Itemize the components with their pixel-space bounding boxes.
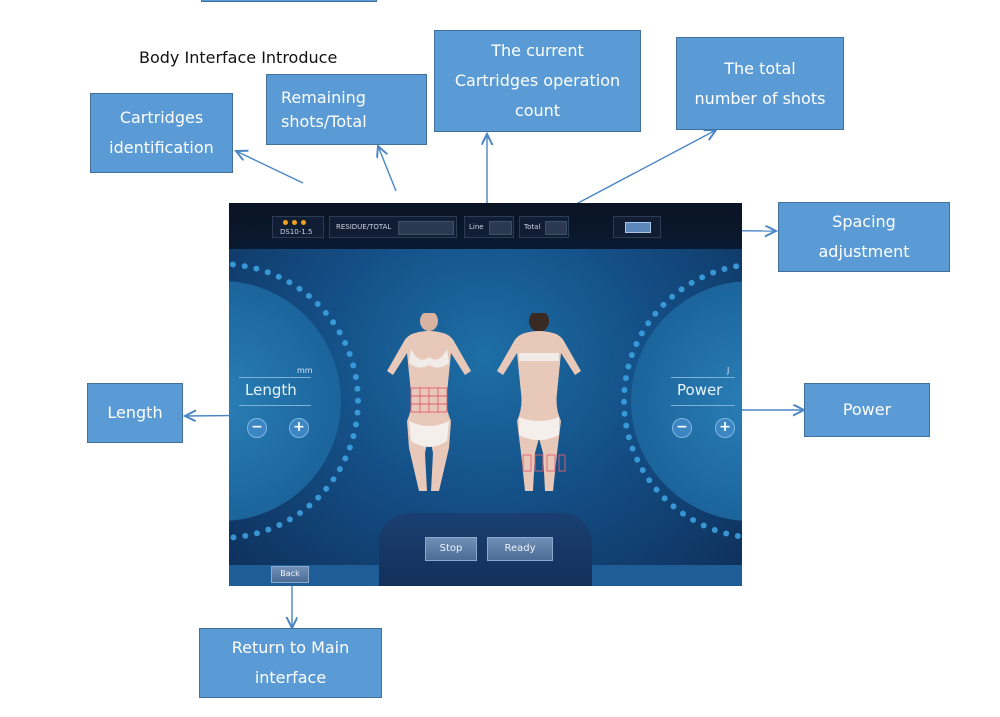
callout-spacing-adjustment: Spacing adjustment [778, 202, 950, 272]
line-box: Line [464, 216, 514, 238]
power-divider [671, 377, 735, 378]
indicator-dot [301, 220, 306, 225]
ready-button[interactable]: Ready [487, 537, 553, 561]
control-panel [379, 513, 592, 586]
residue-total-box: RESIDUE/TOTAL [329, 216, 457, 238]
callout-return-main-text: Return to Main interface [231, 638, 350, 687]
callout-current-operation-count: The current Cartridges operation count [434, 30, 641, 132]
callout-current-operation-count-text: The current Cartridges operation count [454, 41, 621, 120]
back-button[interactable]: Back [271, 566, 309, 583]
callout-remaining-shots-text: Remaining shots/Total [281, 87, 367, 131]
residue-total-field [398, 221, 454, 235]
total-field [545, 221, 567, 235]
callout-return-main: Return to Main interface [199, 628, 382, 698]
callout-cartridges-identification: Cartridges identification [90, 93, 233, 173]
callout-total-shots: The total number of shots [676, 37, 844, 130]
power-label: Power [677, 381, 723, 399]
callout-cartridges-identification-text: Cartridges identification [109, 108, 214, 157]
length-label: Length [245, 381, 297, 399]
page-title: Body Interface Introduce [139, 48, 338, 67]
length-unit: mm [297, 366, 313, 375]
total-box: Total [519, 216, 569, 238]
callout-length-text: Length [107, 403, 163, 422]
length-divider [239, 377, 311, 378]
power-plus-button[interactable]: + [715, 418, 735, 438]
length-minus-button[interactable]: − [247, 418, 267, 438]
back-body-figure[interactable] [497, 313, 581, 491]
total-label: Total [524, 223, 541, 231]
power-divider [671, 405, 735, 406]
callout-power: Power [804, 383, 930, 437]
residue-total-label: RESIDUE/TOTAL [336, 223, 392, 231]
cartridge-id: DS10-1.5 [280, 228, 313, 236]
front-body-figure[interactable] [387, 313, 471, 491]
indicator-dot [292, 220, 297, 225]
arrow-remaining [378, 146, 397, 192]
indicator-dot [283, 220, 288, 225]
line-label: Line [469, 223, 484, 231]
length-divider [239, 405, 311, 406]
spacing-adjust-box [613, 216, 661, 238]
callout-total-shots-text: The total number of shots [694, 58, 826, 108]
spacing-adjust-button[interactable] [625, 222, 651, 233]
power-unit: J [727, 366, 730, 375]
status-bar: DS10-1.5 RESIDUE/TOTAL Line Total [229, 203, 742, 249]
top-callout-fragment [201, 0, 377, 2]
line-field [489, 221, 512, 235]
stop-button[interactable]: Stop [425, 537, 477, 561]
callout-remaining-shots: Remaining shots/Total [266, 74, 427, 145]
length-plus-button[interactable]: + [289, 418, 309, 438]
callout-power-text: Power [842, 400, 892, 419]
callout-spacing-adjustment-text: Spacing adjustment [818, 212, 910, 261]
arrow-cartridges [236, 151, 304, 184]
device-screen: DS10-1.5 RESIDUE/TOTAL Line Total mm Len… [229, 203, 742, 586]
cartridge-id-box: DS10-1.5 [272, 216, 324, 238]
body-figures [387, 313, 581, 491]
power-minus-button[interactable]: − [672, 418, 692, 438]
callout-length: Length [87, 383, 183, 443]
